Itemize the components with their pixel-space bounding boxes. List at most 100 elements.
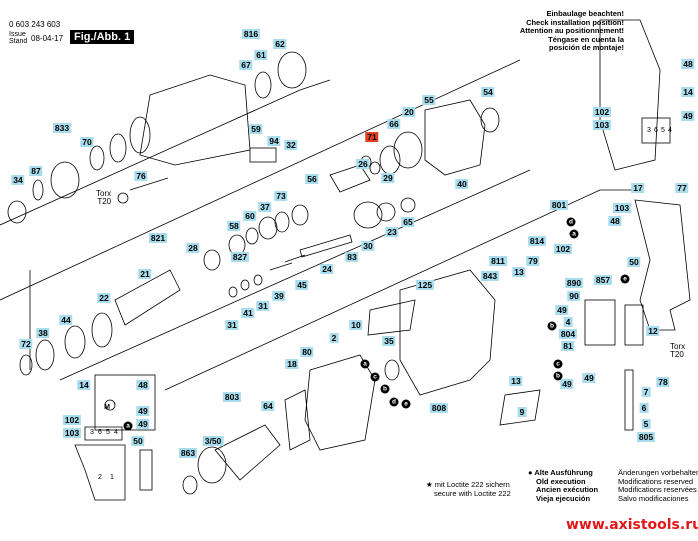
- part-label[interactable]: 13: [509, 376, 523, 386]
- part-label[interactable]: 3/50: [202, 436, 224, 446]
- part-label[interactable]: 49: [136, 406, 150, 416]
- part-label[interactable]: 7: [641, 387, 651, 397]
- part-label[interactable]: 816: [241, 29, 261, 39]
- part-label[interactable]: 35: [382, 336, 396, 346]
- part-label[interactable]: 66: [387, 119, 401, 129]
- part-label[interactable]: 6: [639, 403, 649, 413]
- part-label[interactable]: 48: [608, 216, 622, 226]
- part-label[interactable]: 28: [186, 243, 200, 253]
- part-label[interactable]: 31: [256, 301, 270, 311]
- part-label[interactable]: 49: [681, 111, 695, 121]
- part-label[interactable]: 805: [636, 432, 656, 442]
- part-label[interactable]: 58: [227, 221, 241, 231]
- part-label[interactable]: 55: [422, 95, 436, 105]
- part-label[interactable]: 9: [517, 407, 527, 417]
- part-label[interactable]: 80: [300, 347, 314, 357]
- part-label[interactable]: 78: [656, 377, 670, 387]
- handle-17: [634, 199, 691, 331]
- part-label[interactable]: 863: [178, 448, 198, 458]
- part-label[interactable]: 34: [11, 175, 25, 185]
- part-label[interactable]: 103: [592, 120, 612, 130]
- part-label[interactable]: 833: [52, 123, 72, 133]
- part-label[interactable]: 14: [681, 87, 695, 97]
- frame-line-lower: [59, 169, 531, 381]
- part-label[interactable]: 60: [243, 211, 257, 221]
- modifications-note: Änderungen vorbehalten Modifications res…: [618, 468, 698, 503]
- part-label[interactable]: 44: [59, 315, 73, 325]
- part-label[interactable]: 73: [274, 191, 288, 201]
- part-label[interactable]: 18: [285, 359, 299, 369]
- part-label[interactable]: 50: [627, 257, 641, 267]
- part-label[interactable]: 827: [230, 252, 250, 262]
- part-label[interactable]: 21: [138, 269, 152, 279]
- part-label[interactable]: 61: [254, 50, 268, 60]
- part-label[interactable]: 808: [429, 403, 449, 413]
- part-label[interactable]: 70: [80, 137, 94, 147]
- part-label-highlighted[interactable]: 71: [365, 132, 379, 142]
- part-label[interactable]: 49: [136, 419, 150, 429]
- part-label[interactable]: 814: [527, 236, 547, 246]
- part-label[interactable]: 103: [62, 428, 82, 438]
- terminal-number: 6: [98, 429, 102, 436]
- part-label[interactable]: 49: [560, 379, 574, 389]
- part-label[interactable]: 30: [361, 241, 375, 251]
- part-label[interactable]: 67: [239, 60, 253, 70]
- part-label[interactable]: 843: [480, 271, 500, 281]
- part-label[interactable]: 83: [345, 252, 359, 262]
- part-label[interactable]: 49: [555, 305, 569, 315]
- part-label[interactable]: 65: [401, 217, 415, 227]
- part-label[interactable]: 94: [267, 136, 281, 146]
- part-label[interactable]: 62: [273, 39, 287, 49]
- part-label[interactable]: 103: [612, 203, 632, 213]
- part-label[interactable]: 50: [131, 436, 145, 446]
- part-label[interactable]: 14: [77, 380, 91, 390]
- part-label[interactable]: 48: [136, 380, 150, 390]
- part-label[interactable]: 804: [558, 329, 578, 339]
- part-label[interactable]: 2: [329, 333, 339, 343]
- part-label[interactable]: 77: [675, 183, 689, 193]
- part-label[interactable]: 890: [564, 278, 584, 288]
- part-label[interactable]: 20: [402, 107, 416, 117]
- part-label[interactable]: 40: [455, 179, 469, 189]
- part-label[interactable]: 803: [222, 392, 242, 402]
- part-label[interactable]: 24: [320, 264, 334, 274]
- part-label[interactable]: 26: [356, 159, 370, 169]
- part-label[interactable]: 125: [415, 280, 435, 290]
- part-label[interactable]: 13: [512, 267, 526, 277]
- part-label[interactable]: 54: [481, 87, 495, 97]
- part-label[interactable]: 23: [385, 227, 399, 237]
- part-label[interactable]: 821: [148, 233, 168, 243]
- part-label[interactable]: 90: [567, 291, 581, 301]
- part-label[interactable]: 39: [272, 291, 286, 301]
- part-label[interactable]: 41: [241, 308, 255, 318]
- part-label[interactable]: 31: [225, 320, 239, 330]
- part-label[interactable]: 59: [249, 124, 263, 134]
- part-label[interactable]: 79: [526, 256, 540, 266]
- part-label[interactable]: 72: [19, 339, 33, 349]
- part-label[interactable]: 64: [261, 401, 275, 411]
- part-label[interactable]: 102: [62, 415, 82, 425]
- part-label[interactable]: 87: [29, 166, 43, 176]
- part-label[interactable]: 857: [593, 275, 613, 285]
- part-label[interactable]: 811: [489, 256, 507, 266]
- part-label[interactable]: 5: [641, 419, 651, 429]
- part-label[interactable]: 56: [305, 174, 319, 184]
- part-label[interactable]: 32: [284, 140, 298, 150]
- part-label[interactable]: 102: [553, 244, 573, 254]
- part-label[interactable]: 12: [646, 326, 660, 336]
- part-label[interactable]: 81: [561, 341, 575, 351]
- part-label[interactable]: 22: [97, 293, 111, 303]
- part-label[interactable]: 48: [681, 59, 695, 69]
- torx-symbol: [117, 192, 129, 204]
- part-label[interactable]: 102: [592, 107, 612, 117]
- part-label[interactable]: 29: [381, 173, 395, 183]
- part-label[interactable]: 76: [134, 171, 148, 181]
- part-label[interactable]: 801: [549, 200, 569, 210]
- part-label[interactable]: 37: [258, 202, 272, 212]
- part-label[interactable]: 49: [582, 373, 596, 383]
- part-label[interactable]: 4: [563, 317, 573, 327]
- part-label[interactable]: 10: [349, 320, 363, 330]
- part-label[interactable]: 45: [295, 280, 309, 290]
- part-label[interactable]: 17: [631, 183, 645, 193]
- part-label[interactable]: 38: [36, 328, 50, 338]
